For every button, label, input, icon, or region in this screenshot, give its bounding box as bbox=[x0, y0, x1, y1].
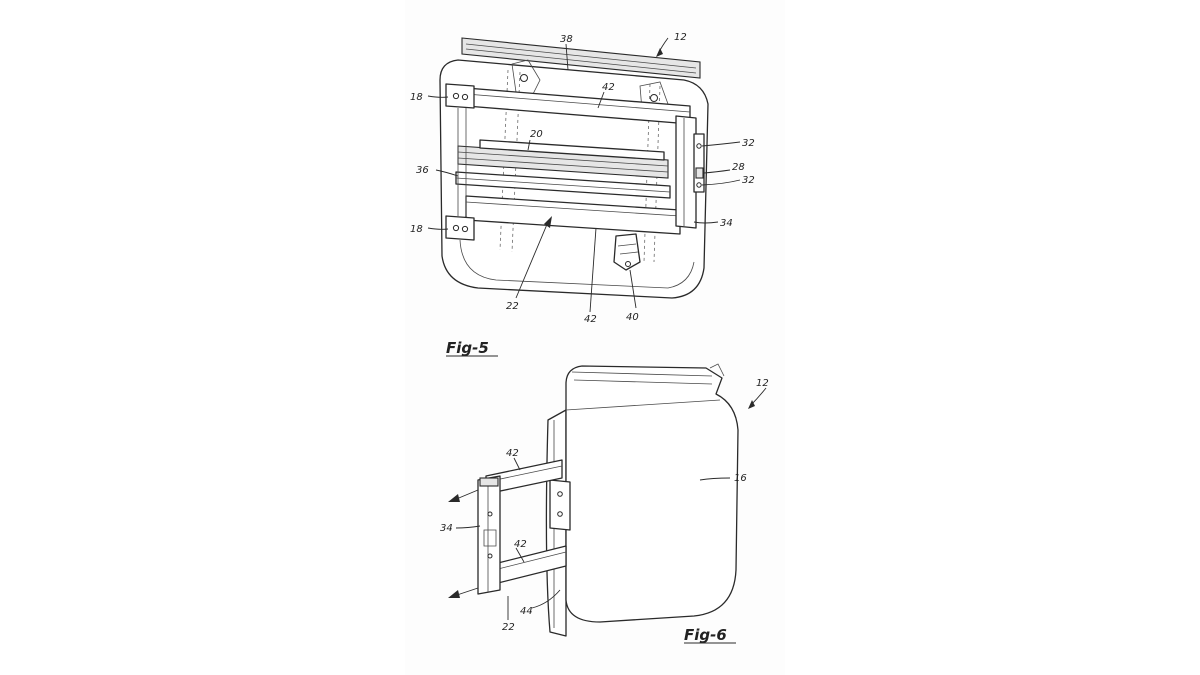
fig5-drawing: 12 38 42 18 32 20 28 36 32 34 18 22 42 4… bbox=[410, 32, 755, 357]
fig6-side-bracket bbox=[549, 479, 571, 531]
fig6-seat-back-cushion bbox=[565, 365, 739, 623]
fig5-ref-42-lower: 42 bbox=[584, 314, 597, 325]
fig6-ref-42-upper: 42 bbox=[506, 448, 519, 459]
fig6-ref-34: 34 bbox=[440, 523, 453, 534]
fig5-top-rail bbox=[461, 37, 701, 79]
fig5-ref-22: 22 bbox=[506, 301, 519, 312]
fig5-ref-12: 12 bbox=[674, 32, 687, 43]
fig6-ref-42-lower: 42 bbox=[514, 539, 527, 550]
fig5-ref-38: 38 bbox=[560, 34, 573, 45]
fig5-ref-34: 34 bbox=[720, 218, 733, 229]
fig5-label: Fig-5 bbox=[446, 339, 489, 357]
fig5-ref-40: 40 bbox=[626, 312, 639, 323]
fig5-mechanism bbox=[613, 233, 641, 271]
fig6-ref-12: 12 bbox=[756, 378, 769, 389]
fig5-ref-32-upper: 32 bbox=[742, 138, 755, 149]
fig5-ref-18-upper: 18 bbox=[410, 92, 423, 103]
fig5-latch-plate bbox=[693, 133, 705, 193]
fig6-drawing: 12 42 16 34 42 22 44 Fig-6 bbox=[440, 363, 769, 644]
fig6-ref-16: 16 bbox=[734, 473, 747, 484]
fig6-ref-44: 44 bbox=[520, 606, 533, 617]
fig5-ref-32-lower: 32 bbox=[742, 175, 755, 186]
fig5-right-frame bbox=[675, 115, 697, 229]
fig5-upper-left-bracket bbox=[445, 83, 475, 109]
fig6-label: Fig-6 bbox=[684, 626, 727, 644]
fig5-ref-18-lower: 18 bbox=[410, 224, 423, 235]
fig5-ref-42-upper: 42 bbox=[602, 82, 615, 93]
fig5-ref-28: 28 bbox=[732, 162, 745, 173]
fig5-ref-36: 36 bbox=[416, 165, 429, 176]
fig6-ref-22: 22 bbox=[502, 622, 515, 633]
fig5-lower-left-bracket bbox=[445, 215, 475, 241]
fig5-ref-20: 20 bbox=[530, 129, 543, 140]
fig6-side-frame bbox=[477, 475, 501, 595]
